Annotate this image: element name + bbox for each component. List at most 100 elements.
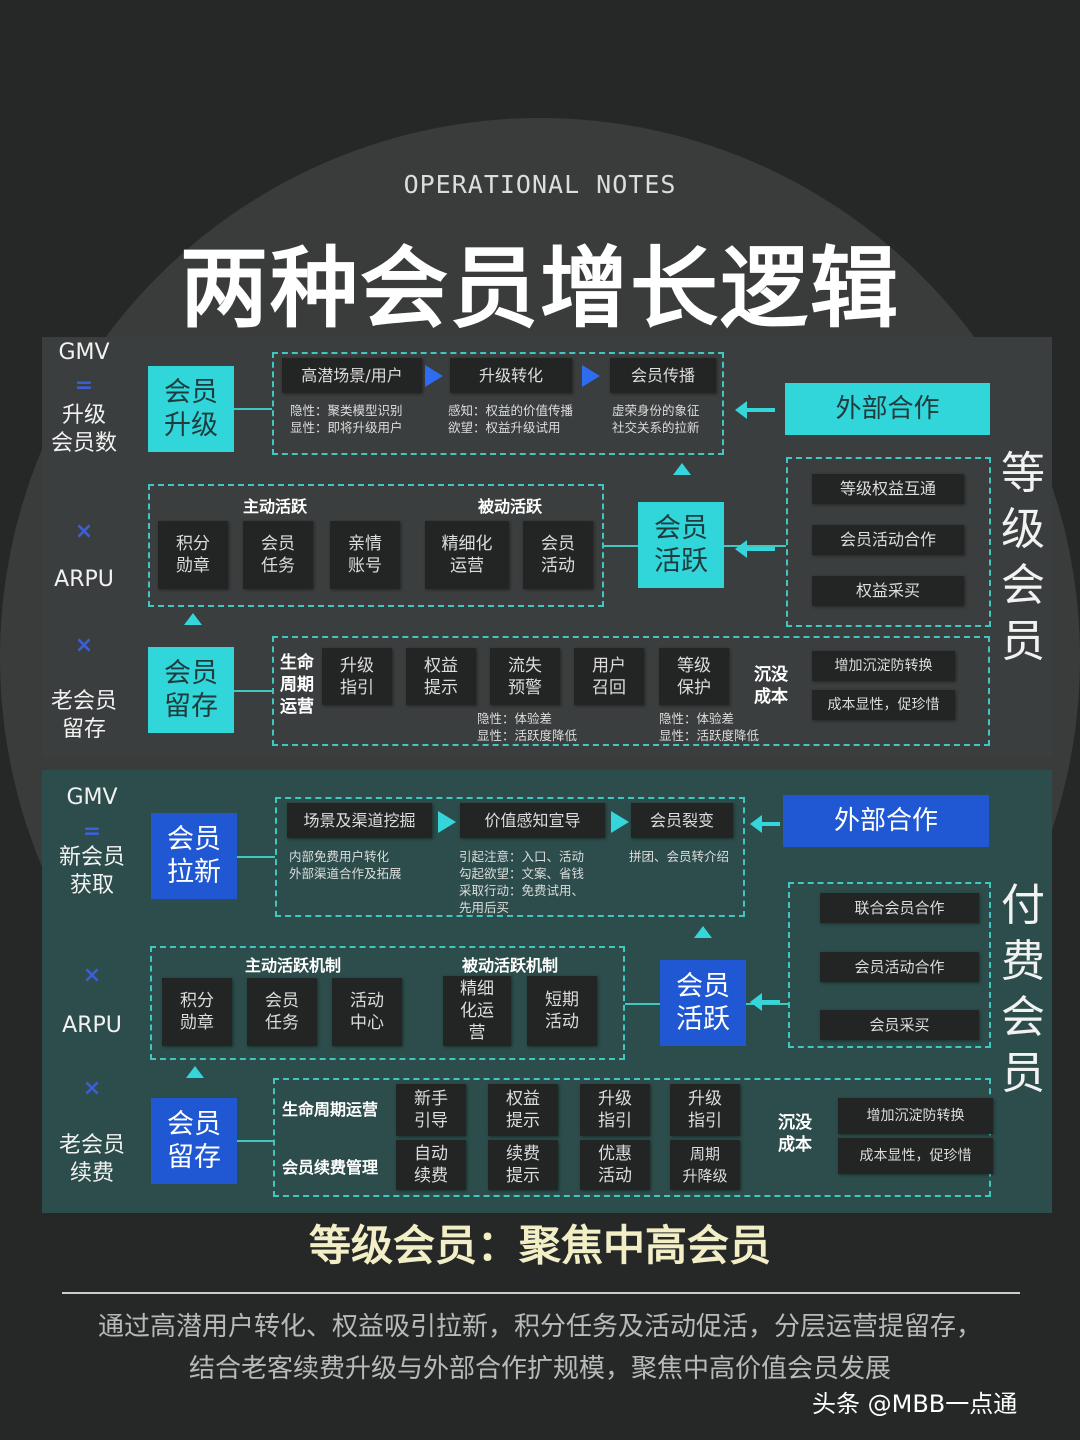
partner-item: 会员采买 <box>820 1010 979 1040</box>
arrow-left-icon <box>735 540 775 558</box>
arrow-left-icon <box>750 993 780 1011</box>
partner-item: 联合会员合作 <box>820 893 979 923</box>
watermark: 头条 @MBB一点通 <box>812 1390 1018 1418</box>
renewal-item: 自动 续费 <box>396 1140 466 1190</box>
flow-notes: 拼团、会员转介绍 <box>629 849 730 864</box>
passive-item: 精细化 运营 <box>425 521 509 589</box>
renewal-item: 续费 提示 <box>488 1140 558 1190</box>
active-title: 主动活跃 <box>243 497 308 516</box>
gmv-label: GMV <box>58 340 110 365</box>
side-label-paid-member: 付 费 会 员 <box>1001 880 1045 1099</box>
sunk-cost-title: 沉没 成本 <box>754 665 788 707</box>
main-box-retain: 会员 留存 <box>148 647 234 733</box>
flow-step: 会员传播 <box>610 358 716 393</box>
formula-term-2: ARPU <box>62 1013 122 1038</box>
renewal-item: 周期 升降级 <box>670 1140 740 1190</box>
passive-item: 会员 活动 <box>523 521 593 589</box>
connector-line <box>746 1003 788 1005</box>
partner-item: 会员活动合作 <box>820 952 979 982</box>
dashed-frame <box>272 636 990 746</box>
lifecycle-item: 权益 提示 <box>406 648 476 705</box>
multiply-sign: × <box>82 963 102 988</box>
formula-term-3: 老会员 留存 <box>50 689 117 742</box>
active-title: 主动活跃机制 <box>245 956 342 975</box>
lifecycle-item: 新手 引导 <box>396 1084 466 1136</box>
connector-line <box>237 856 275 858</box>
subtitle: OPERATIONAL NOTES <box>403 170 677 199</box>
partner-item: 等级权益互通 <box>812 474 964 504</box>
passive-title: 被动活跃机制 <box>462 956 559 975</box>
main-box-active: 会员 活跃 <box>638 502 724 588</box>
connector-line <box>234 690 272 692</box>
flow-step: 高潜场景/用户 <box>282 358 422 393</box>
dashed-frame <box>275 797 745 917</box>
active-item: 活动 中心 <box>332 978 402 1046</box>
description-line-1: 通过高潜用户转化、权益吸引拉新，积分任务及活动促活，分层运营提留存， <box>97 1312 982 1342</box>
flow-arrow-icon <box>582 365 600 387</box>
lifecycle-item: 升级 指引 <box>670 1084 740 1136</box>
flow-step: 会员裂变 <box>631 803 733 838</box>
multiply-sign: × <box>82 1076 102 1101</box>
main-box-upgrade: 会员 升级 <box>148 366 234 452</box>
sunk-cost-item: 成本显性，促珍惜 <box>812 690 955 720</box>
connector-line <box>625 1003 660 1005</box>
lifecycle-item: 流失 预警 <box>490 648 560 705</box>
sunk-cost-item: 增加沉淀防转换 <box>812 651 955 681</box>
lifecycle-note: 隐性：体验差 显性：活跃度降低 <box>659 711 760 743</box>
arrow-left-icon <box>750 815 780 833</box>
external-cooperation-button[interactable]: 外部合作 <box>783 795 989 847</box>
renewal-item: 优惠 活动 <box>580 1140 650 1190</box>
connector-line <box>234 408 272 410</box>
lifecycle-item: 等级 保护 <box>659 648 729 705</box>
connector-line <box>724 545 786 547</box>
active-item: 积分 勋章 <box>162 978 232 1046</box>
lifecycle-row1-title: 生命周期运营 <box>282 1100 379 1119</box>
description-line-2: 结合老客续费升级与外部合作扩规模，聚焦中高价值会员发展 <box>188 1354 891 1384</box>
external-cooperation-button[interactable]: 外部合作 <box>785 383 990 435</box>
flow-notes: 内部免费用户转化 外部渠道合作及拓展 <box>289 849 402 881</box>
flow-notes: 引起注意：入口、活动 勾起欲望：文案、省钱 采取行动：免费试用、 先用后买 <box>459 849 585 915</box>
active-item: 积分 勋章 <box>158 521 228 589</box>
main-box-active: 会员 活跃 <box>660 960 746 1046</box>
flow-notes: 感知：权益的价值传播 欲望：权益升级试用 <box>448 403 574 435</box>
sunk-cost-title: 沉没 成本 <box>778 1113 812 1155</box>
flow-step: 场景及渠道挖掘 <box>287 803 432 838</box>
sunk-cost-item: 成本显性，促珍惜 <box>838 1138 993 1174</box>
arrow-left-icon <box>735 401 775 419</box>
divider <box>62 1292 1020 1294</box>
equals-sign: = <box>82 819 102 844</box>
lifecycle-note: 隐性：体验差 显性：活跃度降低 <box>477 711 578 743</box>
partner-item: 会员活动合作 <box>812 525 964 555</box>
passive-title: 被动活跃 <box>478 497 543 516</box>
flow-arrow-icon <box>425 365 443 387</box>
passive-item: 短期 活动 <box>527 976 597 1046</box>
footer-heading: 等级会员：聚焦中高会员 <box>308 1221 771 1270</box>
lifecycle-item: 权益 提示 <box>488 1084 558 1136</box>
formula-term-3: 老会员 续费 <box>58 1133 125 1186</box>
dashed-frame <box>786 457 991 627</box>
equals-sign: = <box>74 373 94 398</box>
lifecycle-row2-title: 会员续费管理 <box>282 1158 379 1177</box>
flow-notes: 隐性：聚类模型识别 显性：即将升级用户 <box>290 403 403 435</box>
lifecycle-item: 升级 指引 <box>580 1084 650 1136</box>
flow-step: 升级转化 <box>450 358 572 393</box>
connector-line <box>604 545 638 547</box>
flow-step: 价值感知宣导 <box>460 803 605 838</box>
gmv-label: GMV <box>66 785 118 810</box>
active-item: 亲情 账号 <box>330 521 400 589</box>
sunk-cost-item: 增加沉淀防转换 <box>838 1098 993 1134</box>
dashed-frame <box>148 484 604 607</box>
multiply-sign: × <box>74 519 94 544</box>
page-title: 两种会员增长逻辑 <box>179 237 900 340</box>
flow-arrow-icon <box>611 811 629 833</box>
formula-term-2: ARPU <box>54 567 114 592</box>
main-box-acquire: 会员 拉新 <box>151 813 237 899</box>
lifecycle-title: 生命 周期 运营 <box>280 653 314 717</box>
flow-arrow-icon <box>438 811 456 833</box>
side-label-tier-member: 等 级 会 员 <box>1001 448 1045 667</box>
flow-notes: 虚荣身份的象征 社交关系的拉新 <box>612 403 700 435</box>
dashed-frame <box>150 946 625 1060</box>
multiply-sign: × <box>74 633 94 658</box>
main-box-retain: 会员 留存 <box>151 1098 237 1184</box>
passive-item: 精细 化运 营 <box>443 976 511 1046</box>
